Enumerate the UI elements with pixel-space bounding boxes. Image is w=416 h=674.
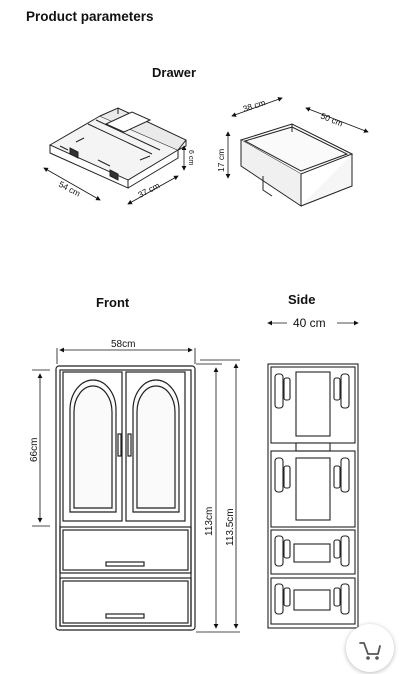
- side-cabinet-drawing: [267, 363, 359, 629]
- front-width-label: 58cm: [111, 339, 135, 350]
- box-drawer-dimensions: [225, 97, 369, 179]
- front-section-title: Front: [96, 295, 130, 310]
- flat-drawer-drawing: [48, 107, 187, 189]
- front-body-height-label: 113cm: [204, 507, 215, 536]
- box-width-label: 50 cm: [319, 111, 344, 129]
- flat-height-label: 6 cm: [187, 150, 194, 165]
- front-door-height-label: 66cm: [29, 438, 40, 462]
- front-total-height-label: 113.5cm: [225, 508, 236, 546]
- side-section-title: Side: [288, 292, 316, 307]
- flat-length-label: 54 cm: [57, 179, 82, 199]
- cart-button[interactable]: [346, 624, 394, 672]
- box-depth-label: 38 cm: [242, 97, 267, 114]
- flat-width-label: 37 cm: [136, 180, 161, 200]
- front-dimensions: [32, 347, 240, 633]
- side-width-label: 40 cm: [293, 316, 326, 330]
- box-height-label: 17 cm: [216, 149, 226, 172]
- cart-icon: [359, 642, 381, 660]
- box-drawer-drawing: [239, 123, 354, 207]
- drawer-section-title: Drawer: [152, 65, 197, 80]
- front-cabinet-drawing: [55, 365, 196, 631]
- page-title: Product parameters: [26, 9, 154, 24]
- flat-drawer-dimensions: [43, 145, 187, 205]
